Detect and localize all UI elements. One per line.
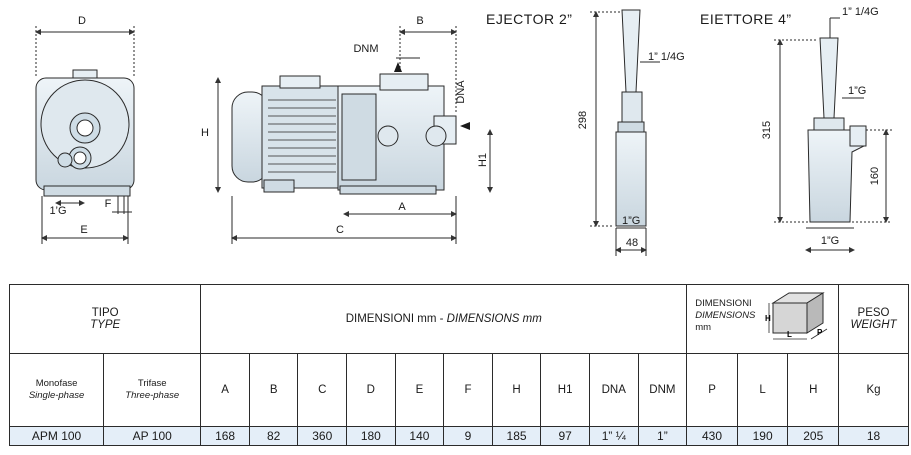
col-header-L: L [736,353,789,427]
trifase-label: Trifase [137,378,167,389]
col-header-P: P [686,353,738,427]
ejector-4-side-thread: 1”G [848,85,866,97]
value-DNA: 1” ¼ [588,426,639,446]
package-dimensions-header: DIMENSIONI DIMENSIONS mm H L P [686,284,840,354]
dim-label-front-thread: 1’G [49,205,66,217]
header-row: TIPO TYPE DIMENSIONI mm - DIMENSIONS mm … [8,284,909,354]
dna-arrow-icon [460,122,470,130]
box-L-label: L [787,330,792,339]
three-phase-header: Trifase Three-phase [103,353,202,427]
col-header-F: F [443,353,493,427]
dnm-arrow-icon [394,62,402,72]
ejector-4-base-thread: 1”G [821,235,839,247]
model-single-phase: APM 100 [8,426,105,446]
package-dim-label-en: DIMENSIONS [695,310,756,321]
package-dim-label-it: DIMENSIONI [695,298,752,309]
single-phase-header: Monofase Single-phase [8,353,105,427]
ejector-2-width: 48 [626,237,638,249]
col-header-H: H [491,353,542,427]
dim-label-H: H [201,127,209,139]
value-DNM: 1” [637,426,688,446]
col-header-H1: H1 [540,353,590,427]
value-D: 180 [346,426,396,446]
dim-label-DNA: DNA [455,80,467,104]
spec-table: TIPO TYPE DIMENSIONI mm - DIMENSIONS mm … [8,284,909,446]
col-header-box-H: H [787,353,840,427]
dim-label-C: C [336,224,344,236]
ejector-2-title: EJECTOR 2” [486,11,572,27]
package-dim-unit: mm [695,322,712,333]
box-P-label: P [817,328,823,337]
col-header-Kg: Kg [838,353,909,427]
ejector-2-inlet: 1” 1/4G [648,51,685,63]
ejector-4-height: 315 [761,121,773,139]
dimensions-header: DIMENSIONI mm - DIMENSIONS mm [200,284,688,354]
single-phase-label: Single-phase [28,390,85,401]
package-box-icon: H L P [765,292,828,340]
col-header-E: E [394,353,445,427]
value-H: 185 [491,426,542,446]
technical-drawing: D E F 1’G H B DNM [35,6,892,256]
pump-side-view [215,26,493,244]
peso-label: PESO [857,307,890,319]
monofase-label: Monofase [35,378,78,389]
ejector-2-drawing [590,9,660,256]
weight-label: WEIGHT [850,319,897,331]
pump-front-view [35,26,135,244]
ejector-4-inlet: 1” 1/4G [842,6,879,18]
col-header-A: A [200,353,250,427]
ejector-4-title: EIETTORE 4” [700,11,792,27]
ejector-2-base-thread: 1”G [622,215,640,227]
column-header-row: Monofase Single-phase Trifase Three-phas… [8,353,909,427]
dim-label-A: A [398,201,406,213]
dimensions-label: DIMENSIONS mm [446,313,542,325]
col-header-D: D [346,353,396,427]
value-C: 360 [297,426,348,446]
type-label: TYPE [90,319,121,331]
tipo-label: TIPO [91,307,119,319]
dim-label-D: D [78,15,86,27]
drawing-svg: D E F 1’G H B DNM [35,6,892,256]
ejector-2-height: 298 [577,111,589,129]
value-weight: 18 [838,426,909,446]
ejector-4-lower-height: 160 [869,167,881,185]
value-H1: 97 [540,426,590,446]
value-L: 190 [736,426,789,446]
col-header-B: B [248,353,299,427]
dim-label-H1: H1 [477,153,489,167]
value-box-H: 205 [787,426,840,446]
value-F: 9 [443,426,493,446]
value-A: 168 [200,426,250,446]
box-H-label: H [765,314,771,323]
value-E: 140 [394,426,445,446]
three-phase-label: Three-phase [125,390,180,401]
value-P: 430 [686,426,738,446]
col-header-C: C [297,353,348,427]
dimensioni-label: DIMENSIONI mm - [345,313,447,325]
col-header-DNM: DNM [637,353,688,427]
dim-label-B: B [416,15,423,27]
ejector-4-drawing [774,17,892,253]
col-header-DNA: DNA [588,353,639,427]
value-B: 82 [248,426,299,446]
model-three-phase: AP 100 [103,426,202,446]
type-header: TIPO TYPE [8,284,202,354]
weight-header: PESO WEIGHT [838,284,909,354]
dim-label-E: E [80,224,87,236]
dim-label-F: F [105,198,112,210]
table-row: APM 100 AP 100 168 82 360 180 140 9 185 … [8,426,909,446]
dim-label-DNM: DNM [353,43,378,55]
